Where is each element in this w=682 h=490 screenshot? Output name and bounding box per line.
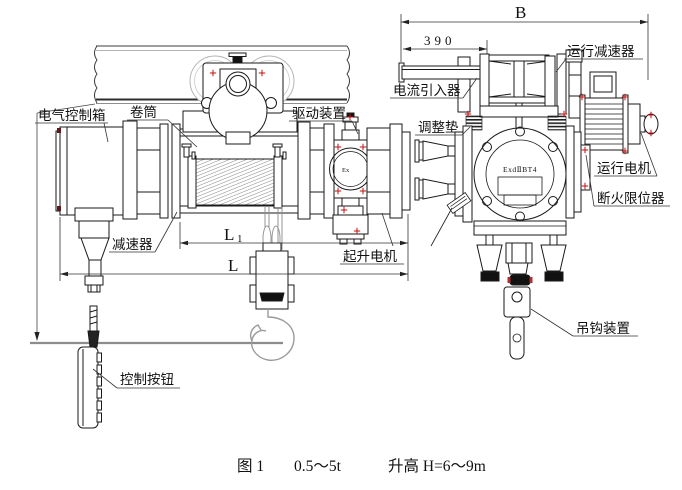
ibeam-section: [479, 53, 567, 130]
figure-caption: 图 1 0.5～5t 升高 H=6～9m: [237, 457, 486, 475]
dim-L1-sub: 1: [237, 233, 243, 245]
end-view-labels: 电流引入器 运行减速器 调整垫 运行电机 断火限位器 吊钩装置: [390, 44, 670, 337]
travel-reducer-unit: [565, 49, 583, 119]
dimension-390: 390: [403, 33, 488, 62]
dimension-L1: L 1: [179, 214, 409, 281]
label-adjusting-pad: 调整垫: [418, 120, 459, 135]
pendant-control: [77, 305, 102, 429]
ex-rating-marking: ExdⅡBT4: [503, 165, 537, 174]
dim-390: 390: [424, 33, 456, 48]
end-view: B 390: [390, 3, 670, 360]
label-hoisting-motor: 起升电机: [343, 249, 397, 264]
dimension-L: L: [59, 217, 408, 281]
label-travel-motor: 运行电机: [597, 161, 651, 176]
drive-device: Ex: [329, 112, 372, 245]
label-travel-reducer: 运行减速器: [567, 44, 635, 59]
hook-device-assembly: [473, 220, 567, 360]
label-drum: 卷筒: [130, 104, 157, 120]
drive-ex-marking: Ex: [342, 167, 350, 174]
trolley: [182, 52, 298, 145]
adjusting-pads: [464, 110, 568, 131]
hoist-body: Ex: [55, 112, 411, 245]
rope-guides-left: [414, 125, 473, 247]
dim-L1: L: [224, 225, 234, 244]
label-electric-control-box: 电气控制箱: [38, 108, 106, 123]
caption-capacity: 0.5～5t: [294, 458, 342, 475]
dim-L: L: [228, 256, 238, 275]
body-end-flange: ExdⅡBT4: [473, 126, 567, 222]
label-current-collector: 电流引入器: [393, 83, 461, 98]
label-hook-device: 吊钩装置: [576, 321, 630, 336]
side-view-labels: 电气控制箱 卷筒 驱动装置 减速器 起升电机 控制按钮: [35, 104, 404, 389]
height-reference-line: [34, 103, 96, 341]
reducer-unit: [74, 207, 114, 293]
dim-B: B: [515, 3, 526, 22]
caption-fig-number: 图 1: [237, 458, 264, 475]
hook-block-side: [249, 207, 295, 361]
label-reducer: 减速器: [112, 237, 153, 252]
side-view: Ex: [30, 45, 411, 429]
travel-motor: [578, 71, 659, 155]
dimension-B: B: [400, 3, 649, 80]
caption-lift-height: 升高 H=6～9m: [388, 457, 486, 475]
label-drive-device: 驱动装置: [292, 106, 346, 121]
label-fire-break-limiter: 断火限位器: [597, 191, 665, 206]
label-control-buttons: 控制按钮: [120, 372, 174, 387]
